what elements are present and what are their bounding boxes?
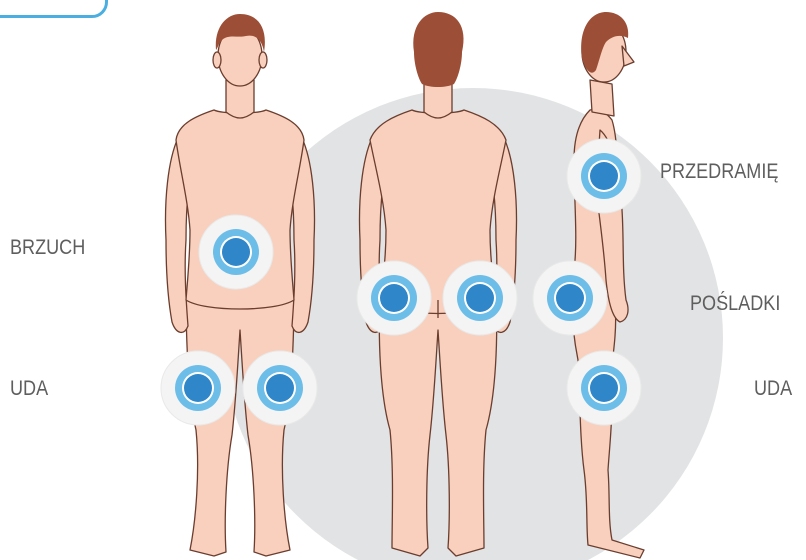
injection-marker-thigh-side [567,351,641,425]
injection-marker-buttock-right [443,261,517,335]
label-posladki: POŚLADKI [690,292,780,316]
injection-marker-upper-arm [567,139,641,213]
label-przedramie: PRZEDRAMIĘ [660,160,778,184]
injection-marker-thigh-front-left [161,351,235,425]
injection-marker-abdomen [199,215,273,289]
injection-marker-buttock-left [357,261,431,335]
injection-marker-buttock-side [533,261,607,335]
label-brzuch: BRZUCH [10,236,85,260]
label-uda-left: UDA [10,377,48,401]
label-uda-right: UDA [754,377,792,401]
injection-marker-thigh-front-right [243,351,317,425]
